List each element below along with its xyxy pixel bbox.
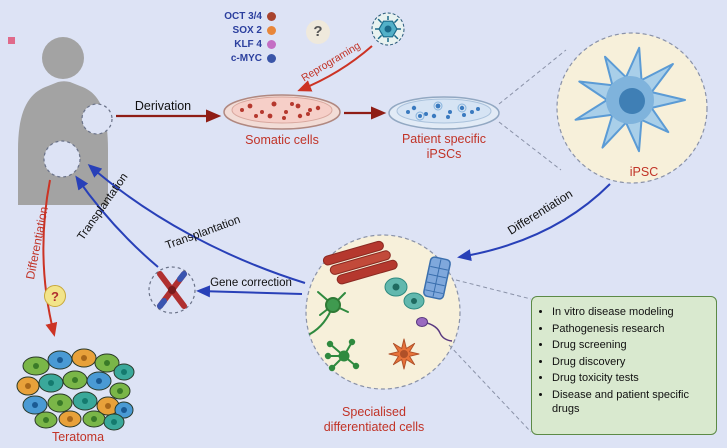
applications-box: In vitro disease modeling Pathogenesis r…	[531, 296, 717, 435]
application-item: Pathogenesis research	[552, 322, 710, 337]
neuron-icon	[309, 291, 349, 335]
patient-ipscs-label: Patient specific iPSCs	[401, 132, 487, 161]
chromosome-icon	[157, 271, 187, 309]
transplantation-upper-arrow	[75, 175, 159, 268]
derivation-label: Derivation	[134, 99, 192, 113]
gene-correction-arrow	[196, 285, 303, 298]
teratoma-cells	[16, 348, 135, 431]
factor-label: KLF 4	[234, 39, 262, 50]
dendritic-cell-icon	[388, 338, 420, 370]
factor-row: c-MYC	[192, 52, 276, 65]
blue-cell-icon	[423, 256, 451, 300]
chest-site-dashed-circle	[81, 103, 113, 135]
question-mark-icon: ?	[44, 285, 66, 307]
branched-neuron-icon	[324, 338, 360, 372]
factor-dot-icon	[267, 26, 276, 35]
virus-icon	[371, 12, 405, 46]
application-item: Drug screening	[552, 338, 710, 353]
question-mark-icon: ?	[306, 20, 330, 44]
factor-row: OCT 3/4	[192, 10, 276, 23]
application-item: In vitro disease modeling	[552, 305, 710, 320]
gene-correction-label: Gene correction	[210, 277, 292, 289]
application-item: Drug discovery	[552, 355, 710, 370]
factor-dot-icon	[267, 40, 276, 49]
somatic-cells-dish	[223, 94, 341, 130]
factor-label: OCT 3/4	[224, 11, 262, 22]
differentiation-right-arrow	[457, 183, 611, 262]
factor-row: SOX 2	[192, 24, 276, 37]
corner-marker	[8, 37, 15, 44]
somatic-cells-label: Somatic cells	[245, 133, 319, 147]
teratoma-label: Teratoma	[51, 430, 105, 444]
reprograming-arrow	[297, 45, 373, 92]
factor-label: SOX 2	[232, 25, 262, 36]
ipsc-label: iPSC	[629, 165, 659, 179]
specialised-cells-label: Specialised differentiated cells	[323, 405, 425, 434]
factor-dot-icon	[267, 54, 276, 63]
epithelial-cells-icon	[384, 277, 425, 310]
muscle-cells-icon	[322, 240, 398, 285]
factor-row: KLF 4	[192, 38, 276, 51]
transplantation-lower-arrow	[87, 164, 306, 284]
application-item: Drug toxicity tests	[552, 371, 710, 386]
zoom-lines-applications	[448, 279, 532, 433]
application-item: Disease and patient specific drugs	[552, 388, 710, 417]
factor-label: c-MYC	[230, 53, 262, 64]
factor-dot-icon	[267, 12, 276, 21]
zoom-lines-ipsc	[498, 49, 567, 171]
ipsc-zoom-circle	[556, 32, 708, 184]
sperm-cell-icon	[416, 317, 453, 342]
reprogramming-factors-legend: OCT 3/4 SOX 2 KLF 4 c-MYC	[192, 10, 276, 66]
ipsc-dish	[388, 96, 500, 130]
applications-list: In vitro disease modeling Pathogenesis r…	[536, 305, 710, 417]
differentiation-left-arrow	[42, 179, 58, 337]
belly-site-dashed-circle	[43, 140, 81, 178]
